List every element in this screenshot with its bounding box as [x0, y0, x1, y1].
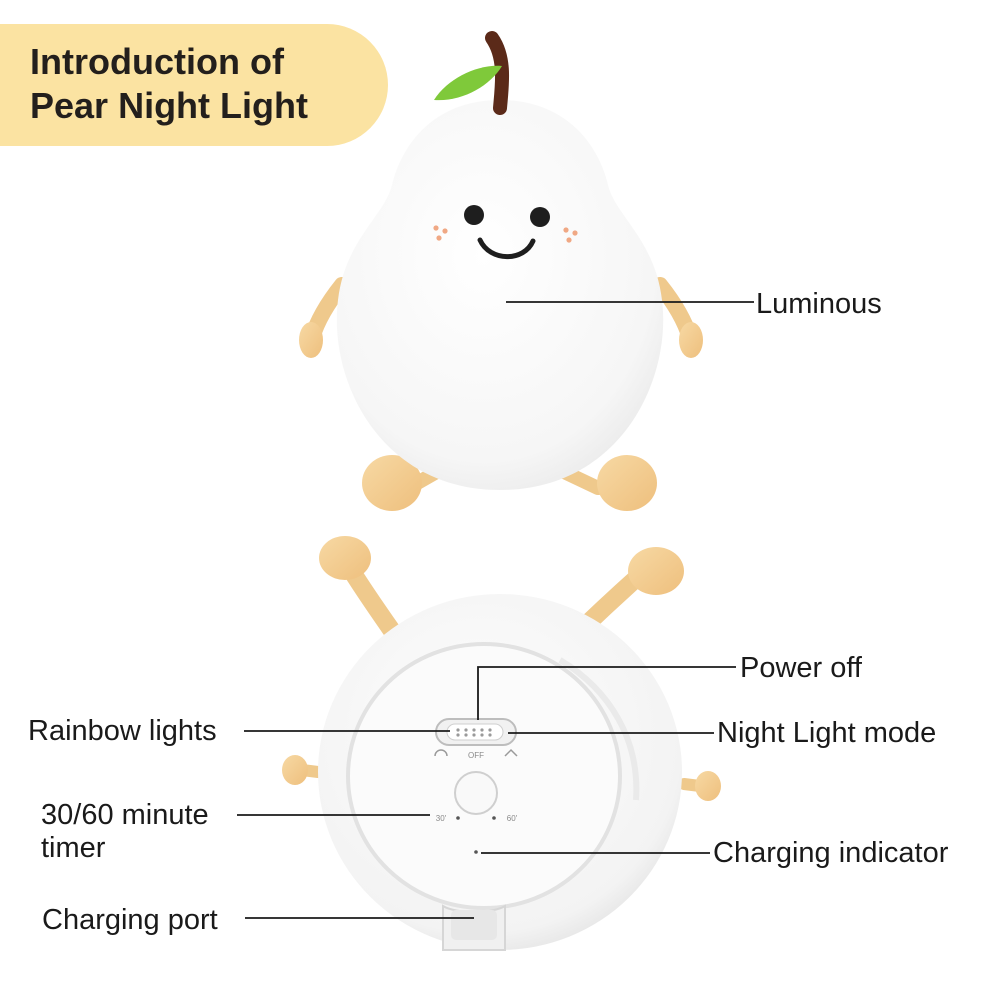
charging-indicator-dot: [474, 850, 478, 854]
left-freckles: [433, 225, 448, 241]
timer-30-dot: [456, 816, 460, 820]
right-eye: [530, 207, 550, 227]
label-luminous: Luminous: [756, 288, 882, 320]
timer-30-mark: 30': [436, 814, 447, 823]
label-charging-indicator: Charging indicator: [713, 837, 949, 869]
timer-60-mark: 60': [507, 814, 518, 823]
label-timer-line-2: timer: [41, 832, 106, 864]
base-rim-highlight: [558, 657, 640, 801]
charging-port-slot: [451, 910, 497, 940]
pear-front-view: [299, 31, 703, 511]
leader-lines: [237, 301, 754, 919]
left-foot: [362, 455, 422, 511]
title-line-2: Pear Night Light: [30, 85, 308, 126]
label-timer-line-1: 30/60 minute: [41, 799, 209, 831]
pear-bottom-view: OFF 30' 60': [282, 536, 721, 951]
label-power-off: Power off: [740, 652, 862, 684]
label-night-light-mode: Night Light mode: [717, 717, 937, 749]
leaf: [434, 65, 502, 101]
right-foot: [597, 455, 657, 511]
left-hand: [299, 322, 323, 358]
leader-power-off: [477, 666, 736, 720]
title-banner: [0, 24, 388, 146]
left-eye: [464, 205, 484, 225]
label-charging-port: Charging port: [42, 904, 218, 936]
timer-button[interactable]: [454, 771, 498, 815]
right-freckles: [563, 227, 578, 243]
bottom-left-hand: [282, 755, 308, 785]
bottom-right-hand: [695, 771, 721, 801]
pear-body: [336, 100, 664, 490]
switch-off-mark: OFF: [468, 751, 484, 760]
rainbow-mark-icon: [434, 749, 448, 757]
switch-knob: [446, 723, 504, 741]
stem: [485, 31, 510, 115]
switch-grip: [456, 728, 492, 737]
night-mode-mark-icon: [504, 748, 518, 757]
label-rainbow-lights: Rainbow lights: [28, 715, 217, 747]
title-line-1: Introduction of: [30, 41, 284, 82]
bottom-right-upper-foot: [628, 547, 684, 595]
smile: [477, 237, 536, 260]
bottom-left-upper-foot: [319, 536, 371, 580]
timer-60-dot: [492, 816, 496, 820]
right-hand: [679, 322, 703, 358]
